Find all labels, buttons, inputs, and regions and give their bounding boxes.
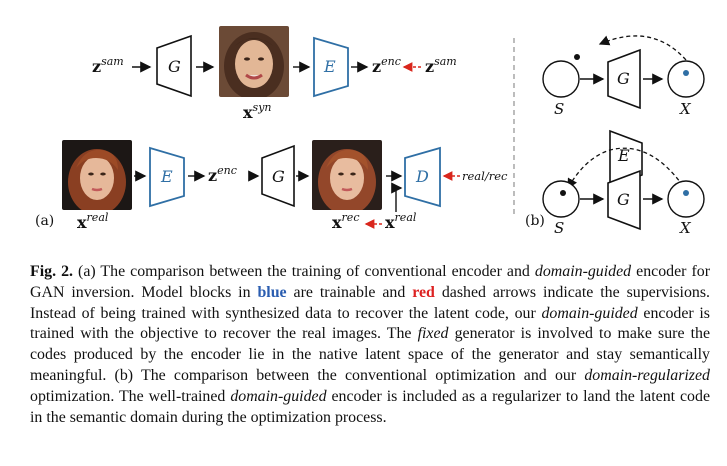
- caption-em-1: domain-guided: [534, 263, 632, 280]
- generator-label-b-bottom: G: [617, 190, 630, 209]
- x-label-bottom: X: [679, 219, 692, 237]
- generator-block-b-bottom: [607, 169, 641, 231]
- image-space-circle-bottom: [667, 180, 705, 218]
- x-real-label: xreal: [77, 211, 109, 232]
- encoder-block-row1: [313, 36, 349, 98]
- z-enc-label-row1: zenc: [372, 55, 401, 76]
- image-space-circle-top: [667, 60, 705, 98]
- generator-block-b-top: [607, 48, 641, 110]
- generator-label-b-top: G: [617, 69, 630, 88]
- x-real-target-label: xreal: [385, 211, 417, 232]
- caption-text: (a) The comparison between the training …: [78, 263, 535, 280]
- latent-space-circle-top: [542, 60, 580, 98]
- x-rec-label: xrec: [332, 211, 359, 232]
- z-sam-label: zsam: [92, 55, 124, 76]
- caption-em-5: domain-guided: [230, 387, 327, 405]
- generator-block-row1: [156, 34, 192, 98]
- caption-text: are trainable and: [286, 283, 413, 301]
- synthesized-face-image: [219, 26, 289, 97]
- encoder-label-b-bottom: E: [617, 146, 630, 165]
- caption-text: encoder for GAN inversion. Model blocks …: [30, 263, 710, 301]
- latent-space-circle-bottom: [542, 180, 580, 218]
- x-label-top: X: [679, 100, 692, 118]
- generator-label-row1: G: [168, 57, 181, 76]
- reconstructed-face-image: [312, 140, 382, 210]
- discriminator-block: [404, 146, 441, 208]
- figure-diagram: zsam G E zenc zsam xsyn E zenc G D real/…: [35, 34, 705, 237]
- panel-b-label: (b): [525, 213, 545, 229]
- caption-red-word: red: [412, 283, 435, 301]
- caption-fig-label: Fig. 2.: [30, 263, 73, 280]
- generator-block-row2: [261, 144, 295, 208]
- caption-text: optimization. The well-trained: [30, 387, 231, 405]
- x-syn-label: xsyn: [243, 101, 272, 122]
- caption-em-3: fixed: [417, 325, 449, 343]
- encoder-block-row2: [149, 146, 185, 208]
- s-label-bottom: S: [554, 219, 564, 237]
- encoder-label-row1: E: [323, 57, 336, 76]
- caption-text: encoder is included as a regularizer to …: [30, 387, 710, 426]
- generator-label-row2: G: [272, 167, 285, 186]
- discriminator-label: D: [415, 167, 429, 186]
- panel-a-label: (a): [35, 213, 54, 229]
- real-rec-label: real/rec: [462, 169, 508, 183]
- real-face-image-input: [62, 140, 132, 210]
- caption-text: dashed arrows indicate the supervisions.…: [30, 283, 710, 322]
- encoder-label-row2: E: [160, 167, 173, 186]
- caption-em-4: domain-regularized: [584, 366, 710, 384]
- caption-text: generator is involved to make sure the c…: [30, 325, 711, 384]
- figure-caption: Fig. 2. (a) The comparison between the t…: [30, 262, 710, 428]
- caption-em-2: domain-guided: [541, 304, 638, 322]
- z-sam-target-label: zsam: [425, 55, 457, 76]
- caption-text: encoder is trained with the objective to…: [30, 304, 710, 343]
- s-label-top: S: [554, 100, 564, 118]
- caption-blue-word: blue: [257, 283, 287, 301]
- z-enc-label-row2: zenc: [208, 164, 237, 185]
